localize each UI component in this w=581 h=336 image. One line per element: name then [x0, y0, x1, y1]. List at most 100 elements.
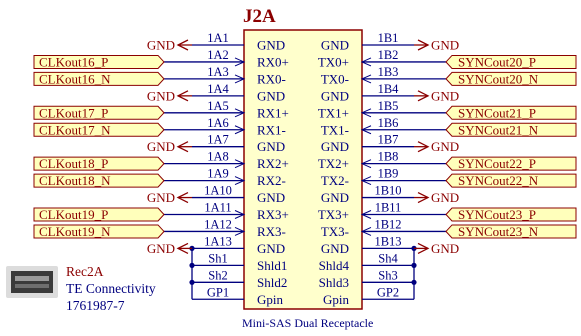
pin-direction-arrow	[234, 125, 246, 135]
gnd-symbol-right: GND	[414, 38, 459, 53]
net-label: CLKout17_P	[33, 105, 165, 120]
pin-number: 1B3	[378, 65, 399, 79]
net-flag	[445, 156, 577, 171]
net-name: SYNCout23_N	[458, 224, 539, 239]
gnd-symbol-right: GND	[414, 241, 459, 256]
gnd-label: GND	[431, 190, 459, 205]
net-name: SYNCout22_P	[458, 156, 536, 171]
gnd-label: GND	[147, 139, 175, 154]
pin-number: 1B8	[378, 150, 399, 164]
gnd-symbol-right: GND	[414, 139, 459, 154]
pin-name: RX1-	[257, 122, 286, 137]
pin-name: Gpin	[257, 292, 284, 307]
net-label: SYNCout23_N	[445, 224, 577, 239]
net-flag	[33, 105, 165, 120]
pin-direction-arrow	[234, 108, 246, 118]
pin-number: 1A9	[207, 167, 229, 181]
pin-name: Gpin	[323, 292, 350, 307]
pin-name: Shld1	[257, 258, 287, 273]
pin-number: 1B6	[378, 116, 399, 130]
pin-name: GND	[257, 88, 285, 103]
net-flag	[33, 173, 165, 188]
net-flag	[445, 54, 577, 69]
pin-number: 1B9	[378, 167, 399, 181]
pin-direction-arrow	[360, 210, 372, 219]
net-name: SYNCout20_N	[458, 71, 539, 86]
pin-name: GND	[321, 88, 349, 103]
pin-number: 1A13	[204, 234, 232, 248]
net-label: CLKout16_P	[33, 54, 165, 69]
pin-direction-arrow	[234, 159, 246, 169]
net-name: SYNCout21_N	[458, 122, 539, 137]
net-label: CLKout18_N	[33, 173, 165, 188]
pin-number: 1B12	[374, 217, 401, 231]
gnd-label: GND	[147, 241, 175, 256]
pin-name: Shld3	[319, 275, 349, 290]
gnd-symbol-left: GND	[147, 241, 192, 256]
net-flag	[445, 207, 577, 222]
net-flag	[445, 122, 577, 137]
net-label: SYNCout21_N	[445, 122, 577, 137]
pin-name: GND	[321, 139, 349, 154]
pin-direction-arrow	[360, 176, 372, 186]
net-name: SYNCout22_N	[458, 173, 539, 188]
pin-direction-arrow	[360, 159, 372, 169]
pin-number: 1A12	[204, 217, 232, 231]
net-flag	[445, 71, 577, 86]
gnd-symbol-left: GND	[147, 88, 192, 103]
gnd-label: GND	[431, 241, 459, 256]
net-name: CLKout17_N	[39, 122, 111, 137]
pin-direction-arrow	[360, 125, 372, 135]
pin-name: TX0+	[318, 54, 349, 69]
pin-direction-arrow	[360, 108, 372, 118]
gnd-symbol-right: GND	[414, 88, 459, 103]
pin-name: TX0-	[321, 71, 349, 86]
component-designator: J2A	[243, 6, 276, 27]
pin-name: GND	[321, 38, 349, 53]
gnd-label: GND	[147, 190, 175, 205]
pin-name: GND	[257, 241, 285, 256]
net-label: SYNCout20_N	[445, 71, 577, 86]
net-flag	[445, 224, 577, 239]
component-description: Mini-SAS Dual Receptacle	[242, 316, 373, 330]
pin-direction-arrow	[360, 226, 372, 236]
pin-name: Shld4	[319, 258, 350, 273]
pin-name: RX3+	[257, 207, 289, 222]
pin-number: 1A11	[204, 201, 231, 215]
wires-layer	[164, 61, 446, 300]
pin-name: TX1+	[318, 105, 349, 120]
net-name: CLKout16_P	[39, 54, 108, 69]
pin-direction-arrow	[234, 74, 246, 84]
net-label: CLKout16_N	[33, 71, 165, 86]
pin-number: 1B1	[378, 31, 399, 45]
pin-direction-arrow	[360, 57, 372, 67]
net-labels-layer: GND CLKout16_P CLKout16_N GND CLKout17_P CLKo…	[33, 38, 577, 256]
net-label: CLKout17_N	[33, 122, 165, 137]
pin-name: RX1+	[257, 105, 289, 120]
net-name: CLKout16_N	[39, 71, 111, 86]
gnd-label: GND	[431, 38, 459, 53]
net-label: CLKout19_N	[33, 224, 165, 239]
net-flag	[33, 224, 165, 239]
net-label: SYNCout21_P	[445, 105, 577, 120]
net-label: SYNCout22_N	[445, 173, 577, 188]
pin-number: Sh4	[378, 251, 398, 265]
pin-name: GND	[257, 38, 285, 53]
pin-number: GP1	[207, 285, 229, 299]
net-name: SYNCout20_P	[458, 54, 536, 69]
gnd-symbol-left: GND	[147, 139, 192, 154]
net-label: SYNCout23_P	[445, 207, 577, 222]
pin-number: 1A5	[207, 99, 229, 113]
net-name: SYNCout21_P	[458, 105, 536, 120]
pin-number: 1B5	[378, 99, 399, 113]
net-label: CLKout19_P	[33, 207, 165, 222]
component-body[interactable]	[243, 29, 363, 310]
pin-name: RX0-	[257, 71, 286, 86]
pin-direction-arrow	[234, 210, 246, 219]
pin-number: 1A2	[207, 48, 229, 62]
pin-number: 1B13	[374, 234, 401, 248]
pin-number: 1A10	[204, 184, 232, 198]
manufacturer-label: TE Connectivity	[66, 281, 156, 296]
